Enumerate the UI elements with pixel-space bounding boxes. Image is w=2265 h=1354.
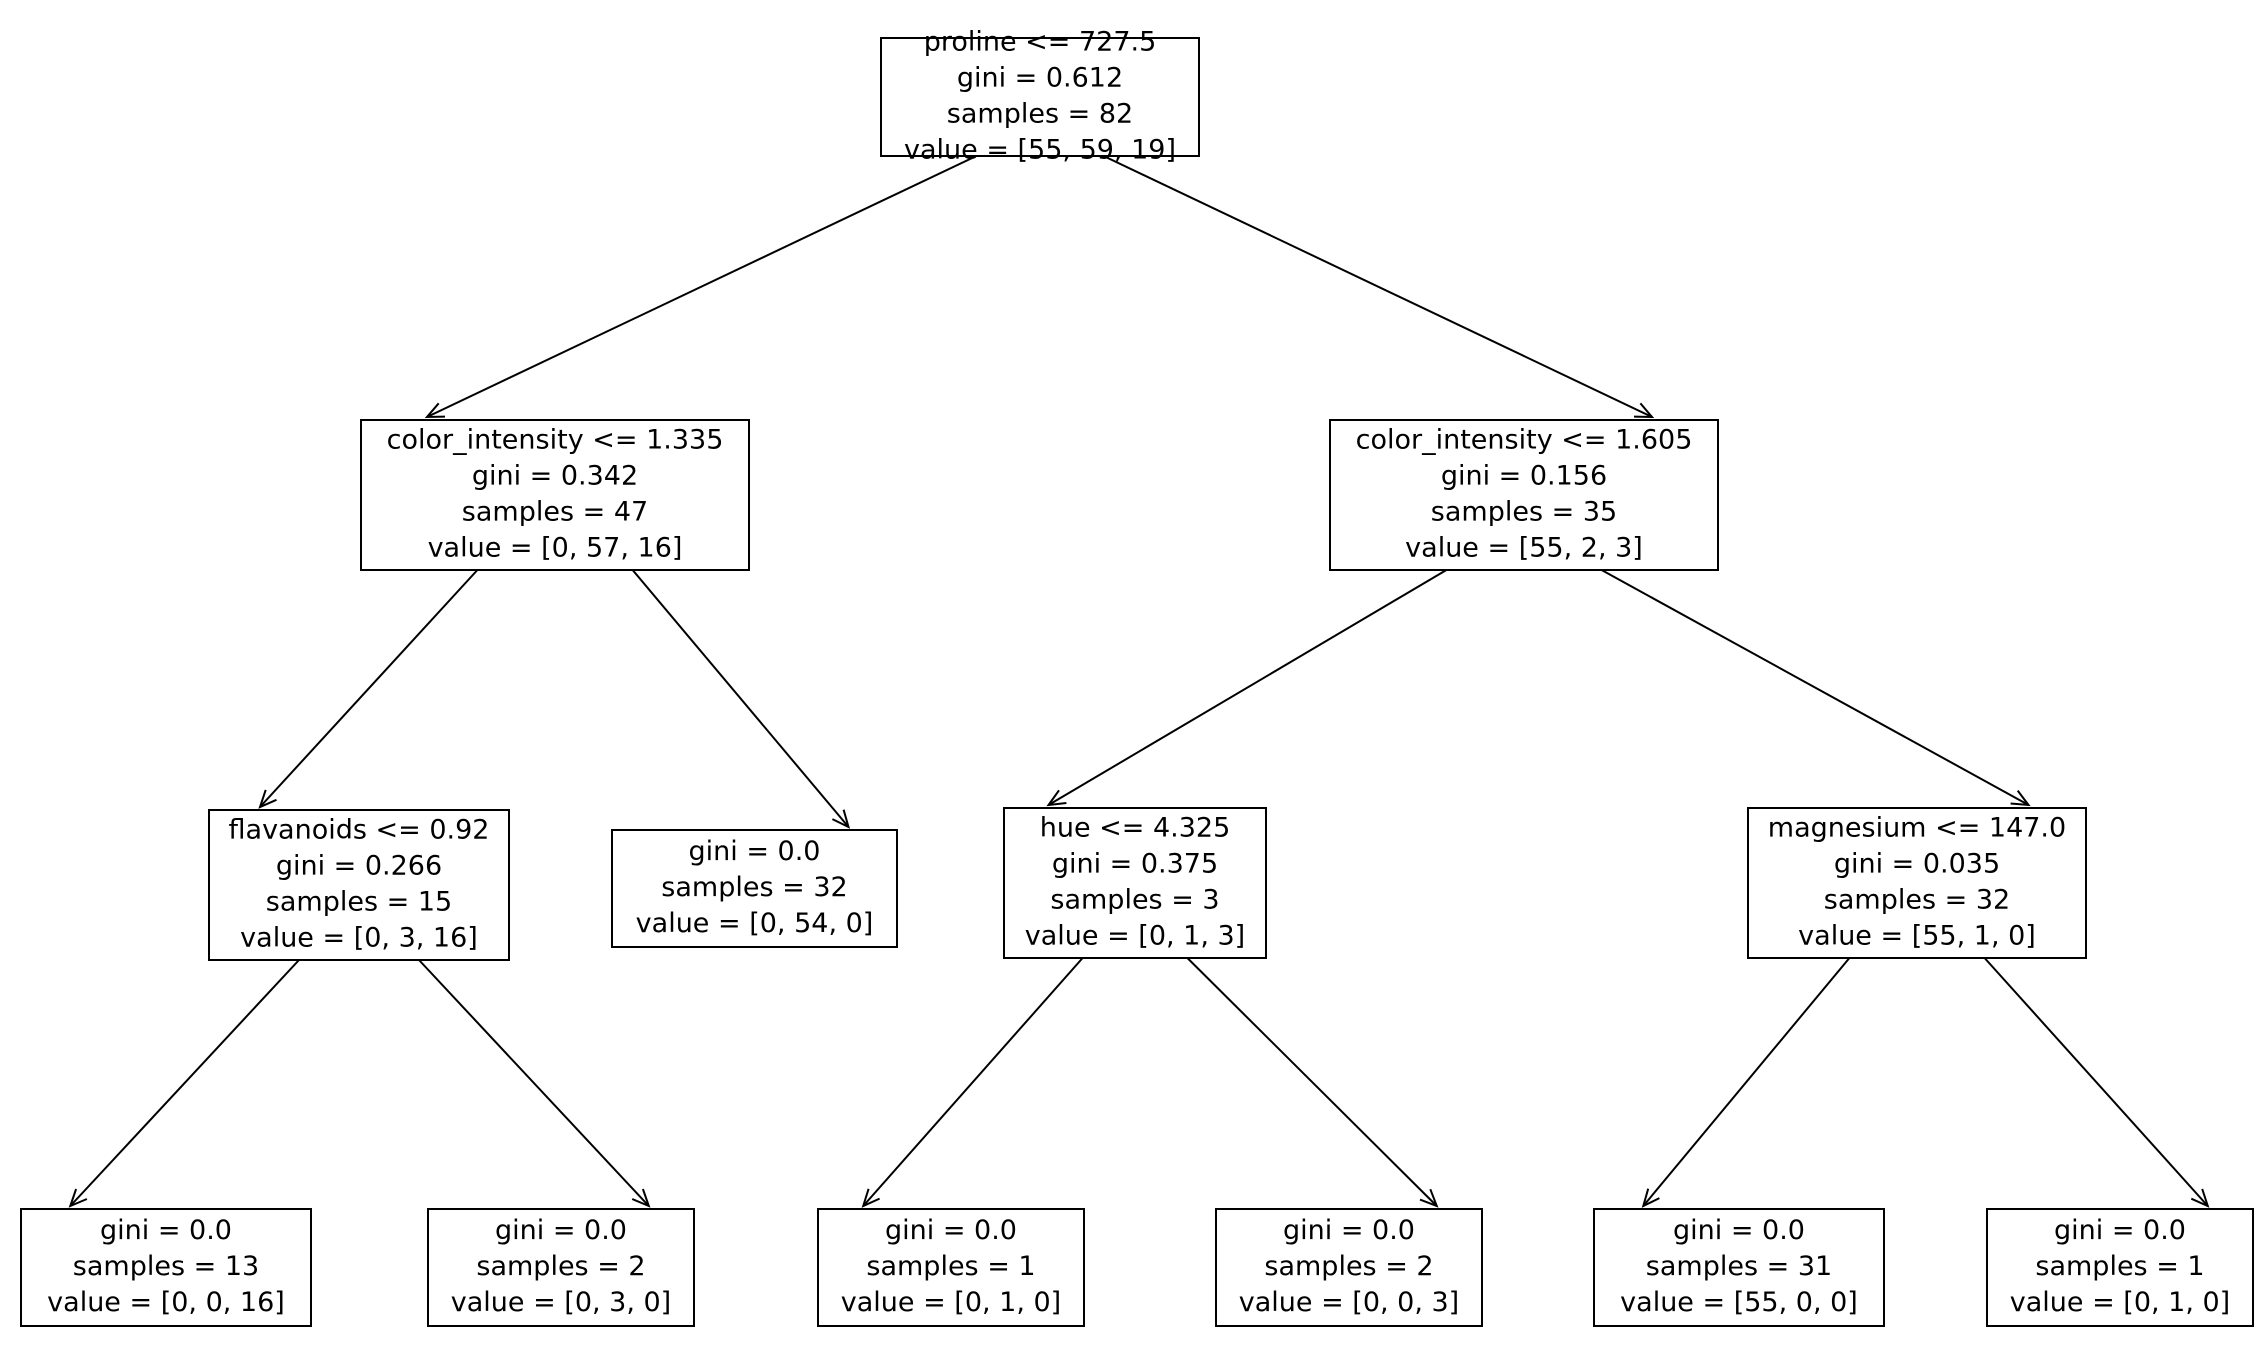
tree-edge [631,569,851,829]
tree-split-node: hue <= 4.325 gini = 0.375 samples = 3 value… [1003,807,1267,959]
tree-edge [861,957,1084,1208]
node-text-line: samples = 35 [1431,497,1617,528]
node-text-line: value = [0, 1, 0] [2010,1287,2230,1318]
node-text-line: hue <= 4.325 [1040,813,1231,844]
node-text-line: gini = 0.342 [472,461,638,492]
tree-edge [1641,957,1851,1208]
node-text-line: value = [0, 0, 3] [1239,1287,1459,1318]
node-text-line: gini = 0.035 [1834,849,2000,880]
node-text-line: gini = 0.0 [885,1215,1017,1246]
node-text-line: value = [0, 57, 16] [428,533,683,564]
node-text-line: gini = 0.612 [957,63,1123,94]
tree-leaf-node: gini = 0.0 samples = 1 value = [0, 1, 0] [817,1208,1085,1327]
node-text-line: gini = 0.0 [1283,1215,1415,1246]
tree-leaf-node: gini = 0.0 samples = 2 value = [0, 3, 0] [427,1208,695,1327]
tree-edge [1046,569,1447,807]
tree-split-node: proline <= 727.5 gini = 0.612 samples = 82… [880,27,1200,166]
tree-edge [1601,569,2031,807]
node-text-line: gini = 0.0 [689,836,821,867]
tree-edge [1186,957,1439,1208]
node-text-line: value = [0, 1, 0] [841,1287,1061,1318]
node-text-line: value = [55, 1, 0] [1798,921,2036,952]
tree-split-node: magnesium <= 147.0 gini = 0.035 samples = … [1747,807,2087,959]
node-text-line: samples = 1 [866,1251,1035,1282]
tree-edge [1103,155,1655,419]
node-text-line: gini = 0.266 [276,851,442,882]
tree-edge [1983,957,2210,1208]
tree-leaf-node: gini = 0.0 samples = 32 value = [0, 54, 0] [611,829,898,948]
node-text-line: samples = 31 [1646,1251,1832,1282]
tree-split-node: color_intensity <= 1.605 gini = 0.156 samp… [1329,419,1719,571]
node-text-line: gini = 0.0 [495,1215,627,1246]
node-text-line: gini = 0.375 [1052,849,1218,880]
tree-split-node: flavanoids <= 0.92 gini = 0.266 samples = … [208,809,510,961]
tree-edge [418,959,651,1208]
node-text-line: magnesium <= 147.0 [1768,813,2066,844]
node-text-line: proline <= 727.5 [924,27,1157,58]
node-text-line: samples = 2 [476,1251,645,1282]
node-text-line: gini = 0.156 [1441,461,1607,492]
node-text-line: samples = 13 [73,1251,259,1282]
node-text-line: value = [55, 0, 0] [1620,1287,1858,1318]
tree-nodes-layer: proline <= 727.5 gini = 0.612 samples = 82… [20,27,2254,1327]
node-text-line: value = [0, 3, 16] [240,923,478,954]
tree-edges-layer [68,155,2210,1208]
node-text-line: value = [55, 59, 19] [904,135,1176,166]
node-text-line: color_intensity <= 1.605 [1356,425,1693,456]
node-text-line: gini = 0.0 [2054,1215,2186,1246]
tree-leaf-node: gini = 0.0 samples = 2 value = [0, 0, 3] [1215,1208,1483,1327]
node-text-line: samples = 32 [661,872,847,903]
node-text-line: flavanoids <= 0.92 [229,815,490,846]
tree-split-node: color_intensity <= 1.335 gini = 0.342 samp… [360,419,750,571]
node-text-line: samples = 3 [1050,885,1219,916]
tree-leaf-node: gini = 0.0 samples = 31 value = [55, 0, 0] [1593,1208,1885,1327]
node-text-line: samples = 82 [947,99,1133,130]
node-text-line: samples = 2 [1264,1251,1433,1282]
tree-leaf-node: gini = 0.0 samples = 1 value = [0, 1, 0] [1986,1208,2254,1327]
node-text-line: gini = 0.0 [100,1215,232,1246]
node-text-line: color_intensity <= 1.335 [387,425,724,456]
tree-edge [68,959,300,1208]
node-text-line: value = [0, 54, 0] [636,908,874,939]
node-text-line: samples = 32 [1824,885,2010,916]
node-text-line: samples = 15 [266,887,452,918]
tree-edge [258,569,479,809]
node-text-line: gini = 0.0 [1673,1215,1805,1246]
node-text-line: value = [0, 1, 3] [1025,921,1245,952]
node-text-line: value = [55, 2, 3] [1405,533,1643,564]
node-text-line: value = [0, 3, 0] [451,1287,671,1318]
node-text-line: samples = 47 [462,497,648,528]
tree-leaf-node: gini = 0.0 samples = 13 value = [0, 0, 16] [20,1208,312,1327]
node-text-line: value = [0, 0, 16] [47,1287,285,1318]
node-text-line: samples = 1 [2035,1251,2204,1282]
tree-edge [424,155,977,419]
